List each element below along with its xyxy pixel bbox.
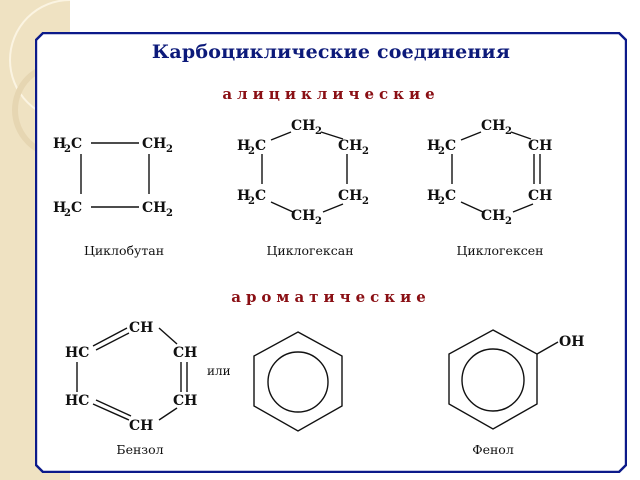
molecule-name-cyclohexane: Циклогексан [266,243,354,258]
molecule-name-benzene: Бензол [116,442,164,457]
svg-text:2: 2 [505,216,512,227]
svg-text:CH: CH [528,138,552,154]
or-label: или [207,364,231,378]
molecule-name-phenol: Фенол [472,442,514,457]
svg-text:CH: CH [481,118,505,134]
svg-text:H: H [237,188,250,204]
svg-text:2: 2 [438,196,445,207]
svg-text:CH: CH [338,138,362,154]
svg-text:2: 2 [362,196,369,207]
svg-text:CH: CH [338,188,362,204]
svg-text:CH: CH [173,345,197,361]
svg-text:C: C [255,188,266,204]
svg-text:C: C [71,136,82,152]
svg-text:C: C [71,200,82,216]
svg-text:2: 2 [248,146,255,157]
benzene-ring-structure [248,328,348,442]
phenol-structure: OH [448,326,588,440]
svg-text:HC: HC [65,393,89,409]
svg-text:CH: CH [291,208,315,224]
benzene-kekule-structure: CH HC CH HC CH CH [61,318,211,437]
svg-text:H: H [427,188,440,204]
svg-text:CH: CH [142,200,166,216]
svg-text:2: 2 [505,126,512,137]
frame-border [35,32,627,473]
svg-text:2: 2 [438,146,445,157]
svg-text:CH: CH [129,418,153,433]
svg-text:CH: CH [481,208,505,224]
molecule-name-cyclohexene: Циклогексен [456,243,544,258]
molecule-name-cyclobutane: Циклобутан [83,243,165,258]
svg-text:HC: HC [65,345,89,361]
hydroxyl-group-label: OH [559,334,584,350]
svg-text:2: 2 [166,208,173,219]
svg-text:C: C [445,138,456,154]
svg-text:CH: CH [173,393,197,409]
svg-text:2: 2 [362,146,369,157]
svg-text:CH: CH [528,188,552,204]
svg-text:H: H [237,138,250,154]
svg-text:H: H [53,200,66,216]
svg-text:C: C [255,138,266,154]
section-heading-aromatic: ароматические [231,288,431,306]
svg-text:H: H [53,136,66,152]
svg-text:2: 2 [315,216,322,227]
svg-text:2: 2 [166,144,173,155]
slide-title: Карбоциклические соединения [151,41,511,63]
svg-text:C: C [445,188,456,204]
svg-text:CH: CH [291,118,315,134]
svg-text:2: 2 [64,208,71,219]
svg-text:CH: CH [142,136,166,152]
svg-text:2: 2 [64,144,71,155]
svg-text:2: 2 [248,196,255,207]
svg-text:H: H [427,138,440,154]
slide-frame: Карбоциклические соединения алициклическ… [35,32,627,473]
svg-text:2: 2 [315,126,322,137]
section-heading-alicyclic: алициклические [222,85,440,103]
svg-text:CH: CH [129,320,153,336]
